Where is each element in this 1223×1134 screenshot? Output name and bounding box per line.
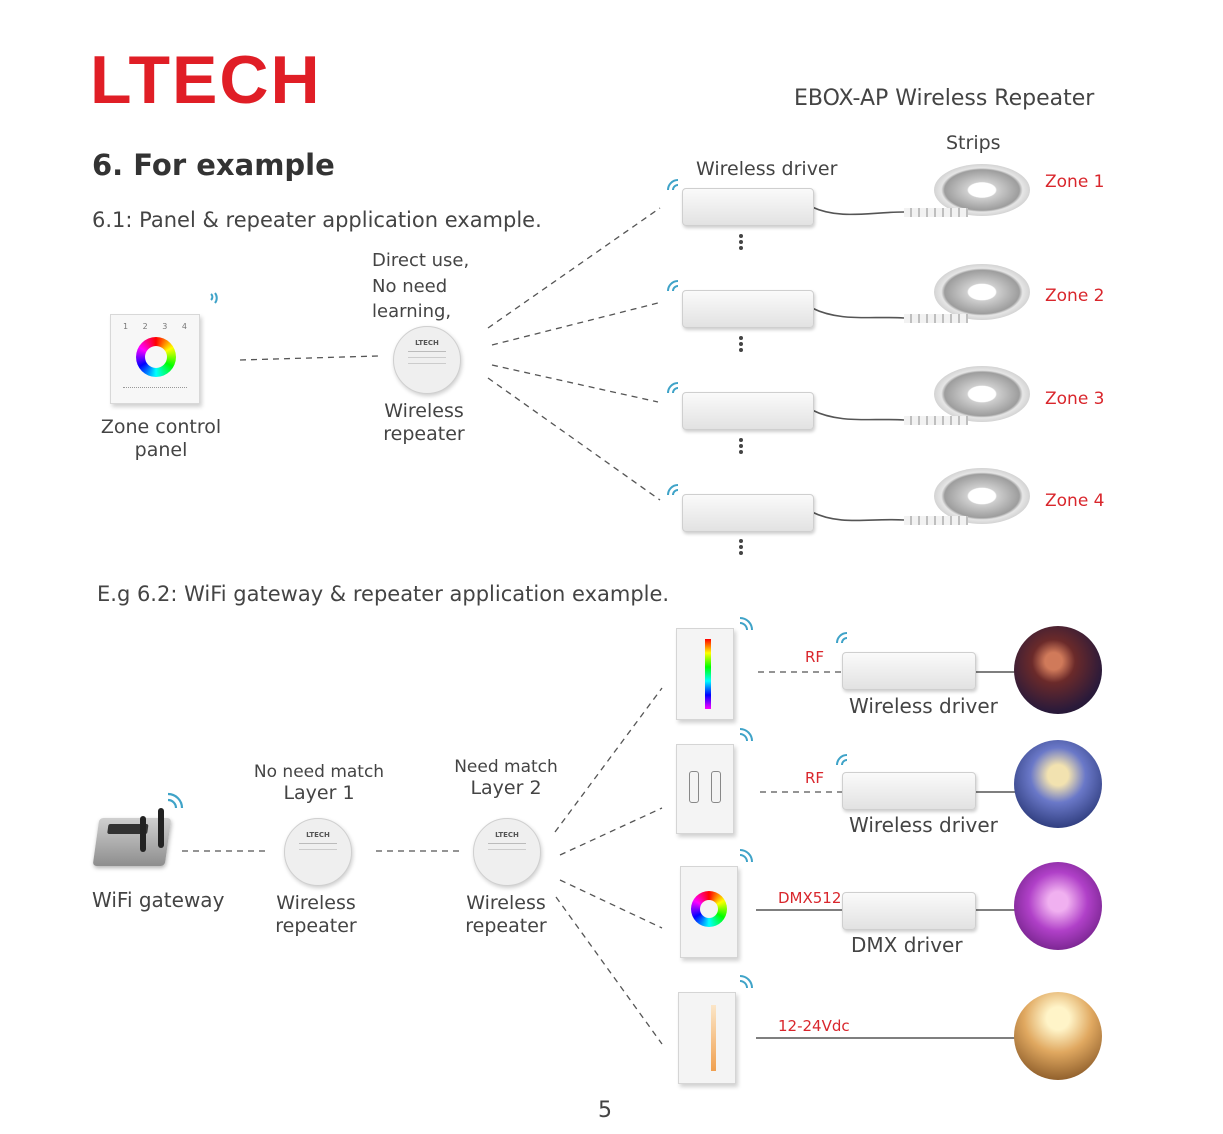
led-strip-image (904, 314, 968, 323)
zone-1-label: Zone 1 (1045, 172, 1105, 192)
led-strip-reel-image (934, 164, 1030, 216)
wifi-signal-icon (739, 728, 753, 742)
wireless-repeater-image: LTECH (473, 818, 541, 886)
wireless-driver-image (842, 772, 976, 810)
dimmer-touch-panel-image (676, 744, 734, 834)
dmx-driver-label: DMX driver (851, 933, 963, 957)
wifi-gateway-label: WiFi gateway (92, 888, 225, 912)
wifi-signal-icon (739, 975, 753, 989)
wifi-signal-icon (836, 632, 848, 644)
rf-tag: RF (805, 648, 825, 666)
wireless-driver-label: Wireless driver (849, 694, 998, 718)
living-room-photo (1014, 740, 1102, 828)
ltech-logo: LTECH (90, 42, 322, 118)
wireless-driver-image (682, 494, 814, 532)
color-wheel-icon (136, 337, 176, 377)
rf-tag: RF (805, 769, 825, 787)
wireless-driver-image (842, 652, 976, 690)
section-title: 6. For example (92, 148, 335, 182)
wifi-signal-icon (667, 382, 679, 394)
document-title: EBOX-AP Wireless Repeater (794, 86, 1095, 111)
wifi-signal-icon (667, 280, 679, 292)
led-strip-image (904, 516, 968, 525)
led-strip-reel-image (934, 468, 1030, 524)
page-number: 5 (598, 1098, 612, 1123)
dmx512-tag: DMX512 (778, 889, 842, 907)
led-strip-image (904, 208, 968, 217)
led-strip-reel-image (934, 264, 1030, 320)
wireless-repeater-image: LTECH (284, 818, 352, 886)
wifi-signal-icon (667, 484, 679, 496)
wifi-signal-icon (210, 292, 218, 304)
wireless-driver-image (682, 392, 814, 430)
zone-4-label: Zone 4 (1045, 491, 1105, 511)
wireless-driver-image (682, 188, 814, 226)
wifi-signal-icon (739, 849, 753, 863)
single-color-panel-image (678, 992, 736, 1084)
led-strip-reel-image (934, 366, 1030, 422)
zone-2-label: Zone 2 (1045, 286, 1105, 306)
wireless-driver-image (682, 290, 814, 328)
wireless-repeater-image: LTECH (393, 326, 461, 394)
wireless-driver-label: Wireless driver (849, 813, 998, 837)
antenna-image (140, 816, 146, 852)
dmx-touch-panel-image (680, 866, 738, 958)
zone-3-label: Zone 3 (1045, 389, 1105, 409)
wireless-driver-label: Wireless driver (696, 158, 838, 180)
home-theater-photo (1014, 626, 1102, 714)
antenna-image (158, 808, 164, 848)
example-2-heading: E.g 6.2: WiFi gateway & repeater applica… (97, 582, 670, 606)
vdc-tag: 12-24Vdc (778, 1017, 850, 1035)
wifi-signal-icon (167, 792, 184, 809)
wifi-signal-icon (739, 617, 753, 631)
bedroom-photo (1014, 862, 1102, 950)
example-1-heading: 6.1: Panel & repeater application exampl… (92, 208, 542, 232)
wifi-signal-icon (667, 179, 679, 191)
wifi-signal-icon (836, 754, 848, 766)
hotel-lobby-photo (1014, 992, 1102, 1080)
dmx-driver-image (842, 892, 976, 930)
led-strip-image (904, 416, 968, 425)
rgb-touch-panel-image (676, 628, 734, 720)
strips-label: Strips (946, 132, 1001, 154)
